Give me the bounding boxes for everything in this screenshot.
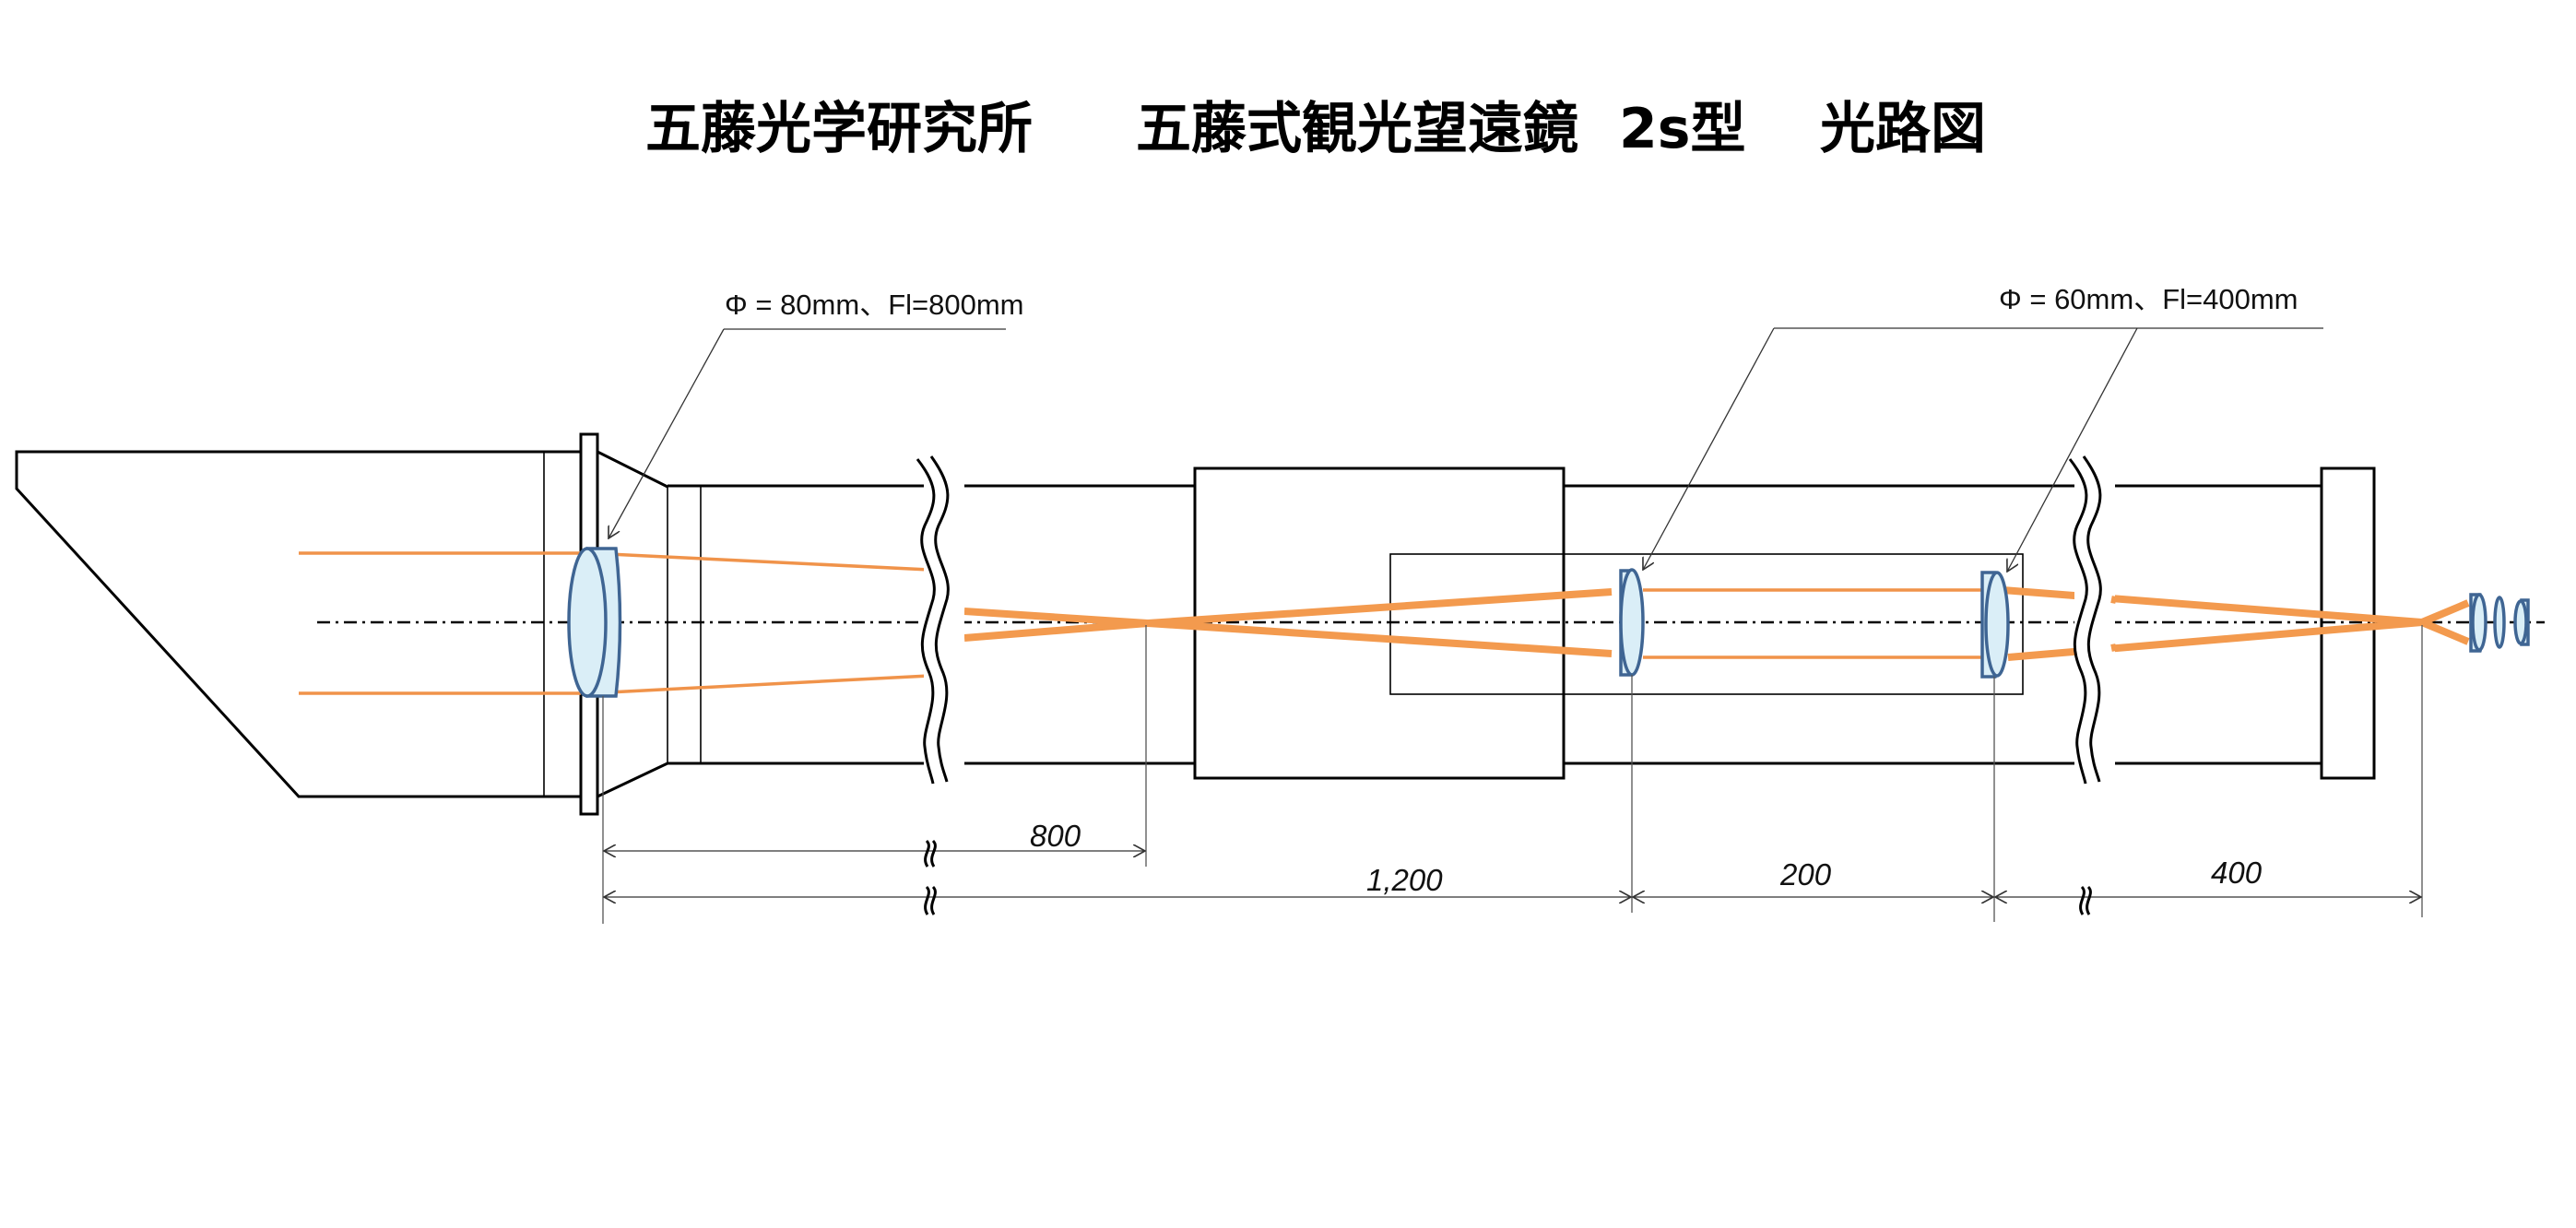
title-subject: 光路図 [1820,97,1986,161]
title-model: 2s型 [1619,97,1745,161]
dimension-label-800: 800 [1030,819,1081,853]
objective-annotation: Φ = 80mm、Fl=800mm [609,289,1024,538]
extension-lines [602,625,2423,924]
objective-lens [567,547,622,698]
relay-section-outline [1389,553,2024,695]
cone-adapter [597,450,702,798]
break-mark-left [916,455,964,785]
dimension-label-1200: 1,200 [1366,863,1443,897]
dimension-800: 800 [604,819,1145,853]
relay-annotation: Φ = 60mm、Fl=400mm [1643,283,2323,572]
dimension-1200: 1,200 [604,863,1631,897]
dimension-break-marks [924,839,2092,915]
diagram-title: 五藤光学研究所 五藤式観光望遠鏡 2s型 光路図 [645,97,1986,161]
eyepiece-group [2469,593,2530,653]
relay-lens-1 [1619,568,1645,677]
title-organization: 五藤光学研究所 [645,97,1033,161]
break-mark-right [2068,455,2117,785]
relay-lens-2 [1980,571,2010,679]
main-tube [668,484,2322,765]
title-product: 五藤式観光望遠鏡 [1136,97,1578,161]
lens-hood [15,450,581,798]
relay-spec-label: Φ = 60mm、Fl=400mm [1999,283,2298,315]
dimension-label-200: 200 [1779,857,1832,891]
dimension-label-400: 400 [2211,856,2263,890]
objective-spec-label: Φ = 80mm、Fl=800mm [725,289,1024,321]
dimension-400: 400 [1995,856,2421,897]
dimension-200: 200 [1633,857,1993,897]
